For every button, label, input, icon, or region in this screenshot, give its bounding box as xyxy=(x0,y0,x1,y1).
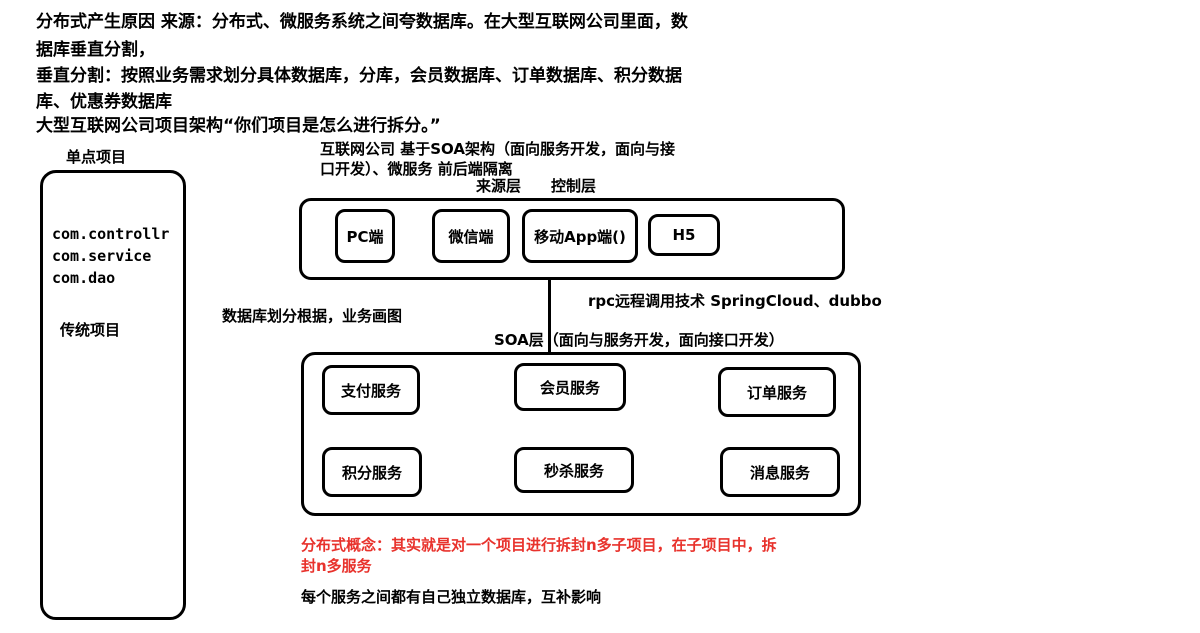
package-dao: com.dao xyxy=(52,269,116,287)
package-controller: com.controllr xyxy=(52,225,170,243)
service-points: 积分服务 xyxy=(322,447,422,497)
single-project-title: 单点项目 xyxy=(66,148,127,166)
service-seckill: 秒杀服务 xyxy=(514,447,634,493)
service-member: 会员服务 xyxy=(514,363,626,411)
db-split-label: 数据库划分根据，业务画图 xyxy=(222,307,403,325)
traditional-project-caption: 传统项目 xyxy=(60,321,121,339)
rpc-connector-line xyxy=(548,280,551,352)
single-project-box: com.controllr com.service com.dao 传统项目 xyxy=(40,170,186,620)
footer-note: 每个服务之间都有自己独立数据库，互补影响 xyxy=(301,588,602,606)
client-wechat: 微信端 xyxy=(432,209,510,263)
rpc-label: rpc远程调用技术 SpringCloud、dubbo xyxy=(588,292,882,310)
intro-line-2: 据库垂直分割， xyxy=(36,40,155,60)
soa-header-line-2: 口开发）、微服务 前后端隔离 xyxy=(320,160,513,178)
intro-line-5: 大型互联网公司项目架构“你们项目是怎么进行拆分。” xyxy=(36,116,441,136)
client-h5: H5 xyxy=(648,214,720,256)
client-layer-box: PC端 微信端 移动App端() H5 xyxy=(299,198,845,280)
soa-header-line-1: 互联网公司 基于SOA架构（面向服务开发，面向与接 xyxy=(320,140,675,158)
distributed-concept-line-1: 分布式概念：其实就是对一个项目进行拆封n多子项目，在子项目中，拆 xyxy=(301,536,777,554)
distributed-concept-line-2: 封n多服务 xyxy=(301,557,372,575)
client-pc: PC端 xyxy=(335,209,395,263)
intro-line-4: 库、优惠券数据库 xyxy=(36,92,172,112)
package-service: com.service xyxy=(52,247,152,265)
control-layer-label: 控制层 xyxy=(551,177,597,195)
intro-line-1: 分布式产生原因 来源：分布式、微服务系统之间夸数据库。在大型互联网公司里面，数 xyxy=(36,12,688,32)
soa-layer-label: SOA层（面向与服务开发，面向接口开发） xyxy=(494,331,784,349)
service-payment: 支付服务 xyxy=(322,365,420,415)
source-layer-label: 来源层 xyxy=(476,177,522,195)
service-order: 订单服务 xyxy=(718,367,836,417)
service-message: 消息服务 xyxy=(720,447,840,497)
soa-layer-box: 支付服务 会员服务 订单服务 积分服务 秒杀服务 消息服务 xyxy=(301,352,861,516)
intro-line-3: 垂直分割：按照业务需求划分具体数据库，分库，会员数据库、订单数据库、积分数据 xyxy=(36,66,682,86)
client-mobile-app: 移动App端() xyxy=(522,209,638,263)
